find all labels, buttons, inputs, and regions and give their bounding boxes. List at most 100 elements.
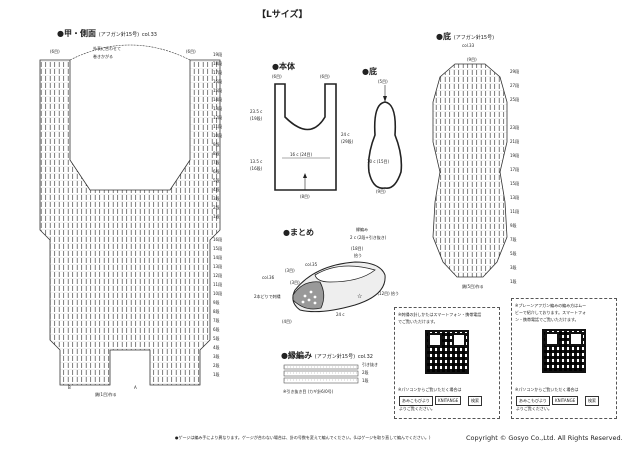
qr-left-note-2: よりご覧ください。 <box>399 406 435 411</box>
row-label: 15段 <box>213 246 223 251</box>
row-label: 7段 <box>213 318 220 323</box>
border-needle: (アフガン針15号) <box>314 354 356 360</box>
row-label: 16段 <box>213 79 223 84</box>
sole-top: (5目) <box>378 79 388 84</box>
row-label: 23段 <box>510 125 520 130</box>
qr-left-text-2: でご覧いただけます。 <box>398 319 438 324</box>
assemble-col36: col.36 <box>262 275 275 280</box>
row-label: 15段 <box>213 88 223 93</box>
body-schematic <box>274 83 337 191</box>
row-label: 27段 <box>510 83 520 88</box>
border-note-2: 2段 <box>362 370 369 375</box>
upper-edge-right: (6目) <box>186 49 196 54</box>
page-title: 【Lサイズ】 <box>257 10 308 20</box>
row-label: 9段 <box>213 142 220 147</box>
row-label: 13段 <box>213 106 223 111</box>
upper-edge-left: (6目) <box>50 49 60 54</box>
sole-chart-label: ●底 (アフガン針15号) <box>436 33 494 41</box>
row-label: 4段 <box>213 345 220 350</box>
row-label: 11段 <box>510 209 520 214</box>
qr-box-left: ※刺繍の針しかたはスマートフォン・携帯電話 でご覧いただけます。 ※パソコンから… <box>394 307 500 419</box>
assemble-w24: 24 c <box>336 312 345 317</box>
row-label: 16段 <box>213 237 223 242</box>
sole-bottom: (9目) <box>376 189 386 194</box>
sole-stitch-chart <box>432 63 508 278</box>
qr-left-site-button[interactable]: あみこもびより <box>399 396 433 406</box>
row-label: 10段 <box>213 133 223 138</box>
qr-left-search-button[interactable]: 検索 <box>468 396 482 406</box>
border-section-label: ●縁編み (アフガン針15号) col.32 <box>281 352 373 360</box>
body-h2: 13.5 c <box>250 159 263 164</box>
qr-right-note: ※パソコンからご覧いただく場合は <box>515 387 579 392</box>
border-note-1: 引き抜き <box>362 362 378 367</box>
border-note-3: 1段 <box>362 378 369 383</box>
row-label: 4段 <box>213 187 220 192</box>
row-label: 18段 <box>213 61 223 66</box>
row-label: 13段 <box>213 264 223 269</box>
assemble-pick1b: 拾う <box>354 253 362 258</box>
footnote: ●ゲージは編み手により異なります。ゲージが合わない場合は、針の号数を変えて編んで… <box>175 435 431 440</box>
row-label: 9段 <box>510 223 517 228</box>
sole-label: ●底 <box>362 67 377 76</box>
qr-code-right[interactable] <box>542 329 586 373</box>
qr-right-site-button[interactable]: あみこもびより <box>516 396 550 406</box>
qr-right-note-2: よりご覧ください。 <box>516 406 552 411</box>
sole-width: 10 c (15目) <box>367 159 390 164</box>
row-label: 5段 <box>213 336 220 341</box>
copyright: Copyright © Gosyo Co.,Ltd. All Rights Re… <box>466 434 623 442</box>
assemble-col35: col.35 <box>305 262 318 267</box>
assemble-twine: 2本どりで刺繍 <box>254 294 281 299</box>
row-label: 7段 <box>510 237 517 242</box>
row-label: 3段 <box>213 354 220 359</box>
row-label: 7段 <box>213 160 220 165</box>
body-width: 16 c (24目) <box>290 152 313 157</box>
qr-right-knitange-button[interactable]: KNITANGE <box>552 396 579 405</box>
sole-chart-needle: (アフガン針15号) <box>453 35 495 41</box>
row-label: 29段 <box>510 69 520 74</box>
row-label: 13段 <box>510 195 520 200</box>
assemble-s3b: (3目) <box>290 280 300 285</box>
assemble-pick1: (18目) <box>351 246 364 251</box>
row-label: 3段 <box>510 265 517 270</box>
row-label: 14段 <box>213 255 223 260</box>
assemble-s4: (4目) <box>282 319 292 324</box>
upper-note-1: 外表に合わせて <box>93 46 121 51</box>
assemble-s3a: (3目) <box>285 268 295 273</box>
row-label: 14段 <box>213 97 223 102</box>
row-label: 6段 <box>213 327 220 332</box>
sole-schematic <box>367 85 403 189</box>
slipper-illustration: ☆ <box>292 261 386 313</box>
body-side: 24 c <box>341 132 350 137</box>
row-label: 19段 <box>213 52 223 57</box>
sole-chart-color: col.33 <box>462 43 475 48</box>
qr-left-text-1: ※刺繍の針しかたはスマートフォン・携帯電話 <box>398 312 482 317</box>
upper-bottom-a: A <box>134 385 137 390</box>
border-bottom-note: ※引き抜き目 (カギ針6/0号) <box>283 389 334 394</box>
qr-left-knitange-button[interactable]: KNITANGE <box>435 396 462 405</box>
qr-box-right: ※プレーンアフガン編みの編み方はムー ビーで紹介しております。スマートフォ ン・… <box>511 298 617 419</box>
body-h2b: (16段) <box>250 166 263 171</box>
sole-chart-title: ●底 <box>436 32 451 41</box>
row-label: 8段 <box>213 151 220 156</box>
upper-bottom-note: 鎖(1目)作る <box>95 392 117 397</box>
row-label: 12段 <box>213 273 223 278</box>
body-label: ●本体 <box>272 62 295 71</box>
body-right: (6目) <box>320 74 330 79</box>
row-label: 17段 <box>213 70 223 75</box>
row-label: 19段 <box>510 153 520 158</box>
qr-right-search-button[interactable]: 検索 <box>585 396 599 406</box>
row-label: 8段 <box>213 309 220 314</box>
assemble-pick2: ☆ = (12目) 拾う <box>368 291 399 296</box>
upper-needle: (アフガン針15号) <box>98 32 140 38</box>
row-label: 3段 <box>213 196 220 201</box>
upper-note-2: 巻きかがる <box>93 54 113 59</box>
upper-color: col.33 <box>141 32 157 38</box>
row-label: 25段 <box>510 97 520 102</box>
border-label: ●縁編み <box>281 351 312 360</box>
sole-chart-bottom: 鎖(5目)作る <box>462 284 484 289</box>
upper-bottom-b: B <box>68 385 71 390</box>
assemble-edge2: 2 c (2段+引き抜き) <box>350 235 387 240</box>
row-label: 17段 <box>510 167 520 172</box>
qr-code-left[interactable] <box>425 330 469 374</box>
row-label: 11段 <box>213 282 223 287</box>
